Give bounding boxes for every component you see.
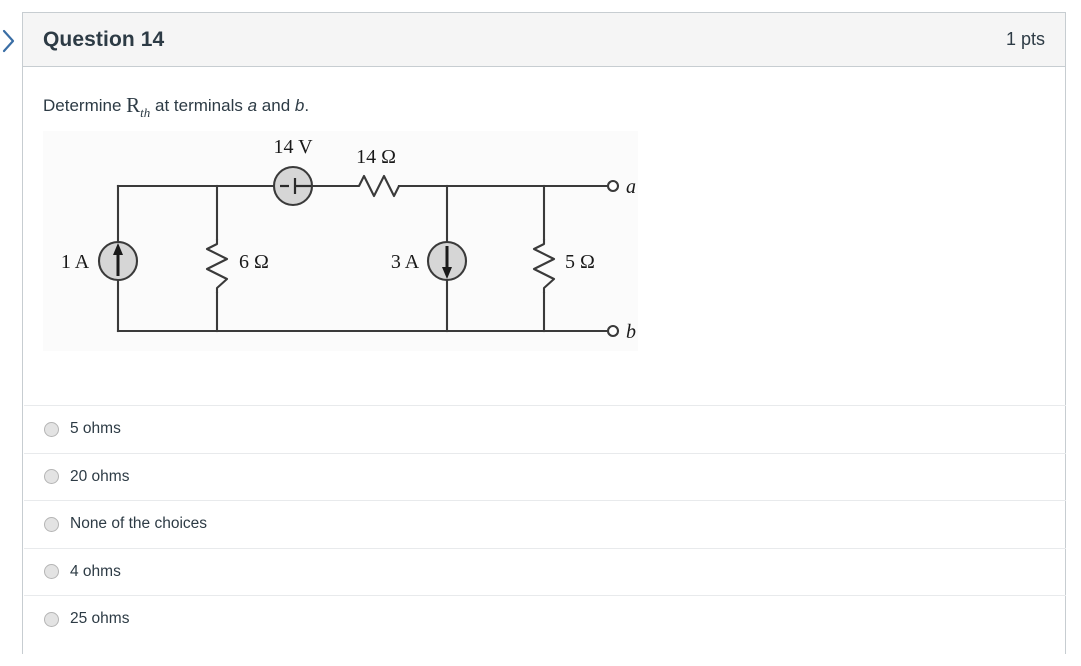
circuit-diagram-svg: 14 V 14 Ω 1 A 6 Ω 3 A 5 Ω a b [43, 131, 638, 352]
label-source-14v: 14 V [273, 136, 313, 158]
question-card: Question 14 1 pts Determine Rth at termi… [22, 12, 1066, 654]
terminal-a-node [606, 180, 620, 193]
radio-button-icon[interactable] [44, 564, 59, 580]
current-source-3a-symbol [426, 241, 468, 282]
answer-option-label: 4 ohms [70, 562, 121, 580]
label-resistor-6: 6 Ω [239, 251, 269, 273]
terminal-b-node [606, 325, 620, 338]
radio-button-icon[interactable] [44, 469, 59, 485]
prompt-symbol-rth: Rth [126, 93, 151, 121]
answer-option-label: 5 ohms [70, 420, 121, 438]
answer-option[interactable]: 20 ohms [24, 452, 1066, 501]
answer-option[interactable]: 25 ohms [24, 595, 1066, 643]
answer-options-list: 5 ohms 20 ohms None of the choices 4 ohm… [24, 405, 1066, 643]
question-header: Question 14 1 pts [23, 13, 1065, 67]
resistor-6-ohm-symbol [205, 239, 229, 294]
resistor-5-ohm-symbol [532, 239, 556, 294]
question-prompt: Determine Rth at terminals a and b. [43, 91, 1045, 121]
question-points: 1 pts [1005, 29, 1045, 49]
figure-background [43, 131, 638, 352]
circuit-wires [116, 185, 610, 333]
answer-option[interactable]: 5 ohms [24, 405, 1066, 453]
radio-button-icon[interactable] [44, 516, 59, 532]
prompt-lead: Determine [43, 96, 127, 115]
prompt-mid: at terminals [150, 96, 248, 115]
prompt-period: . [304, 96, 310, 115]
label-terminal-b: b [626, 321, 636, 343]
answer-option-label: None of the choices [70, 515, 208, 533]
question-body: Determine Rth at terminals a and b. [23, 67, 1065, 356]
answer-option[interactable]: None of the choices [24, 500, 1066, 548]
radio-button-icon[interactable] [44, 421, 59, 437]
answer-option-label: 20 ohms [70, 467, 130, 485]
answer-option-label: 25 ohms [70, 610, 130, 628]
label-resistor-5: 5 Ω [565, 251, 595, 273]
label-resistor-14: 14 Ω [356, 146, 396, 168]
prompt-terminal-b: b [294, 96, 305, 115]
circuit-diagram: 14 V 14 Ω 1 A 6 Ω 3 A 5 Ω a b [43, 131, 653, 356]
collapse-chevron-icon[interactable] [0, 26, 20, 56]
label-source-1a: 1 A [61, 251, 90, 273]
prompt-terminal-a: a [247, 96, 258, 115]
label-source-3a: 3 A [391, 251, 420, 273]
prompt-subscript: th [140, 105, 151, 121]
radio-button-icon[interactable] [44, 611, 59, 627]
label-terminal-a: a [626, 176, 636, 198]
voltage-source-14v-symbol [272, 166, 314, 207]
page-title: Question 14 [43, 27, 165, 51]
current-source-1a-symbol [97, 241, 139, 282]
prompt-symbol: R [126, 93, 141, 117]
answer-option[interactable]: 4 ohms [24, 547, 1066, 596]
resistor-14-ohm-symbol [353, 175, 405, 198]
prompt-conjunction: and [257, 96, 295, 115]
